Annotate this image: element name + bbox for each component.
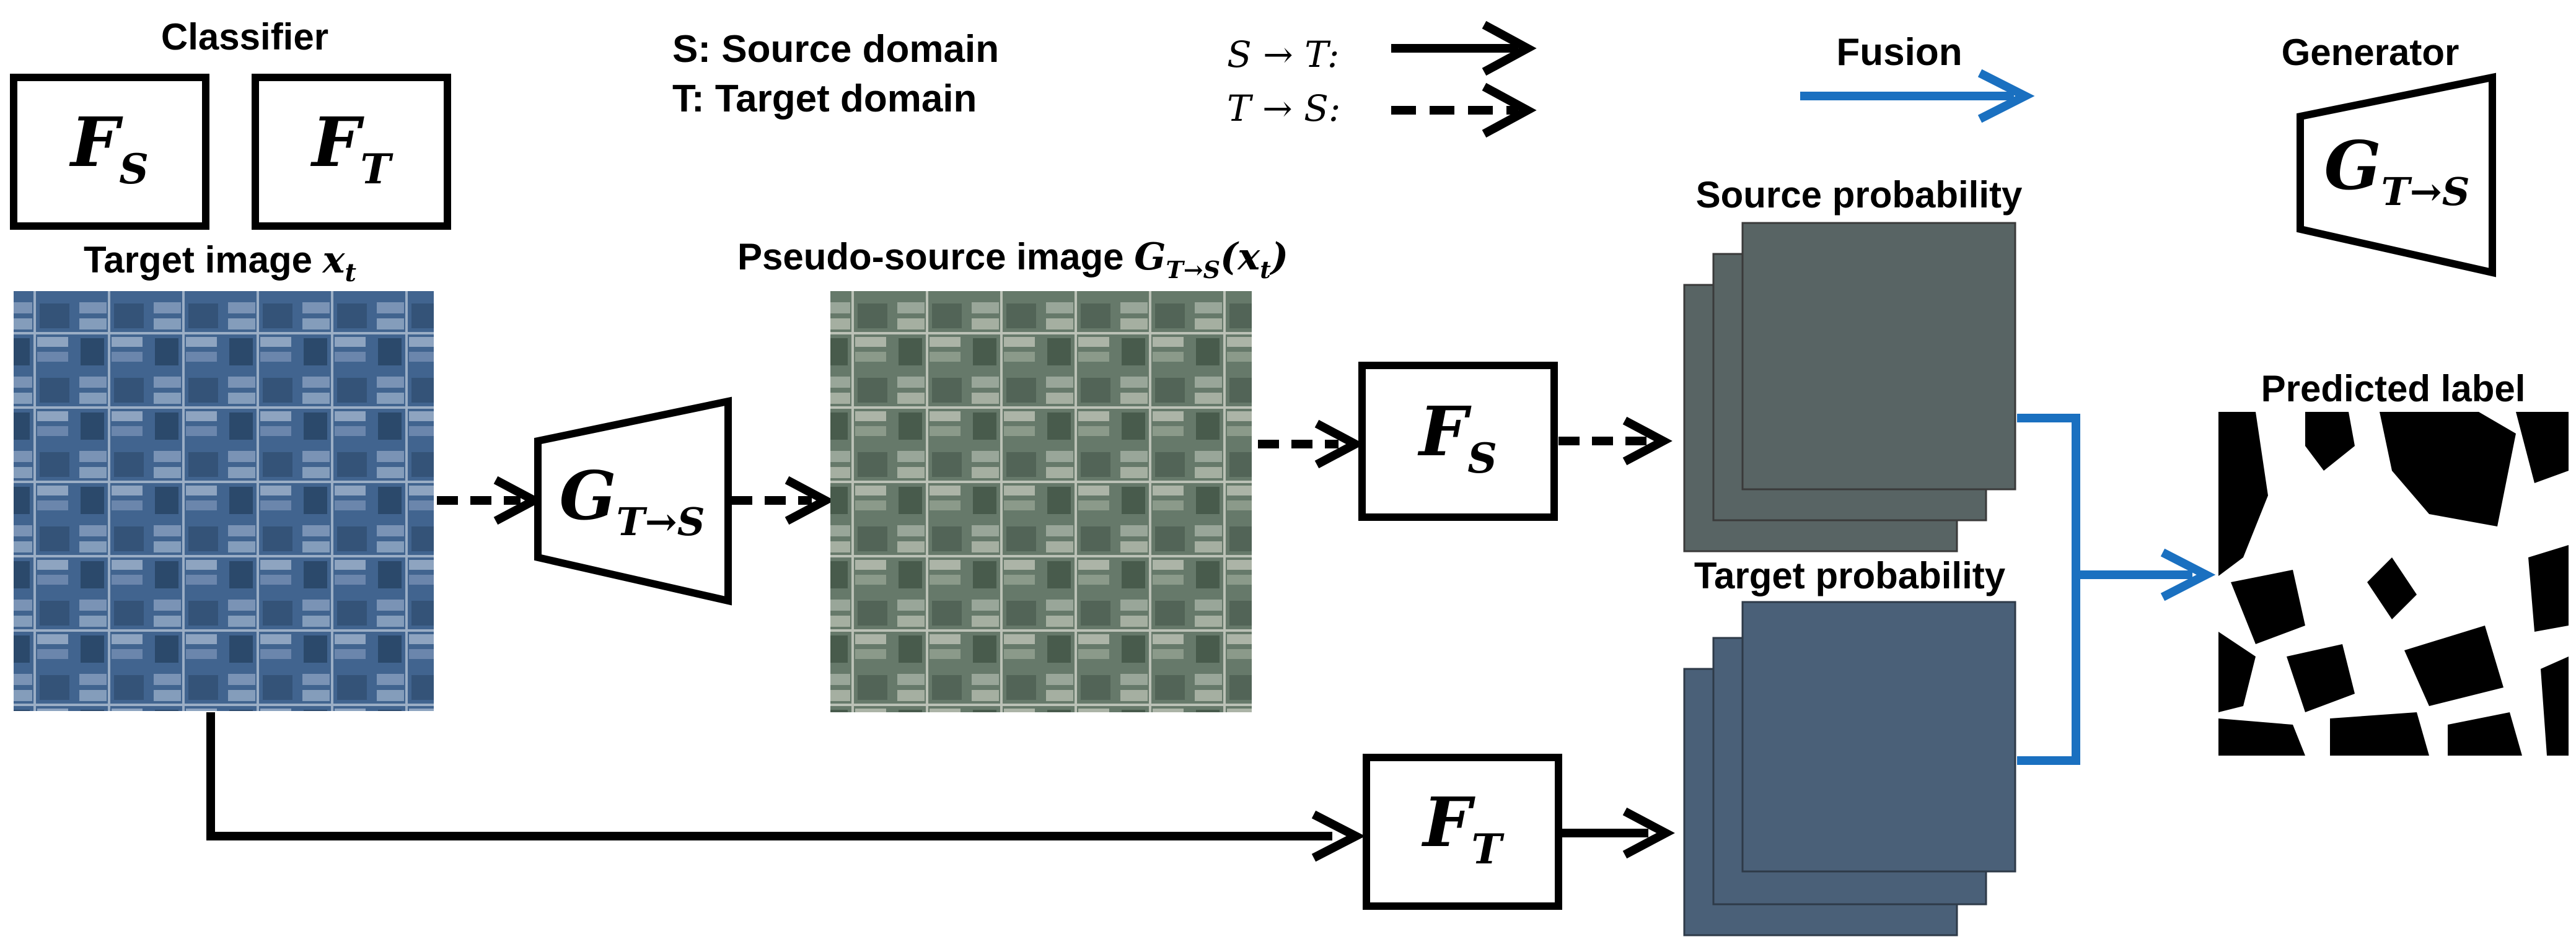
legend-target-domain: T: Target domain (672, 77, 977, 120)
arrowhead-image-to-ft (1311, 810, 1366, 862)
legend-source-domain: S: Source domain (672, 28, 999, 71)
target-classifier-symbol: FT (1421, 782, 1505, 873)
generator-legend-symbol: GT→S (2324, 127, 2469, 214)
legend-s-to-t-label: S → T: (1227, 33, 1339, 76)
arrowhead-pseudo-to-fs (1314, 419, 1365, 469)
legend-t-to-s-label: T → S: (1227, 87, 1340, 129)
classifier-target-symbol: FT (310, 102, 393, 193)
pseudo-source-image-tint (830, 291, 1252, 712)
classifier-title: Classifier (161, 16, 328, 58)
arrowhead-fs-to-prob (1622, 416, 1673, 466)
classifier-box-source (10, 74, 209, 230)
legend-dashed-arrowhead (1482, 82, 1537, 138)
predicted-label-title: Predicted label (2261, 368, 2526, 409)
fusion-legend-arrowhead (1977, 69, 2035, 123)
generator-legend-shape (2297, 72, 2496, 277)
generator-title: Generator (2282, 32, 2460, 73)
generator-block (534, 396, 732, 606)
target-image-label: Target image xt (84, 238, 356, 287)
classifier-source-symbol: FS (69, 102, 149, 193)
source-classifier-block (1358, 362, 1558, 521)
classifier-box-target (252, 74, 451, 230)
predicted-label-map (2218, 412, 2569, 756)
source-probability-layer-front (1741, 222, 2016, 491)
target-image (14, 291, 434, 711)
source-classifier-symbol: FS (1417, 391, 1497, 482)
arrowhead-generator-to-pseudo (785, 476, 835, 525)
pseudo-source-image (830, 291, 1252, 712)
arrowhead-ft-to-prob (1622, 807, 1675, 859)
target-image-tint (14, 291, 434, 711)
source-probability-label: Source probability (1696, 174, 2023, 216)
pseudo-source-label: Pseudo-source image GT→S(xt) (737, 235, 1288, 284)
legend-solid-arrowhead (1482, 20, 1537, 76)
generator-block-symbol: GT→S (559, 457, 705, 544)
target-classifier-block (1363, 754, 1562, 910)
fusion-arrowhead (2160, 548, 2216, 601)
target-probability-label: Target probability (1694, 555, 2006, 596)
fusion-label: Fusion (1836, 31, 1962, 74)
target-probability-layer-front (1741, 601, 2016, 873)
fusion-bracket (2017, 414, 2080, 765)
arrow-image-to-ft (206, 712, 1332, 840)
